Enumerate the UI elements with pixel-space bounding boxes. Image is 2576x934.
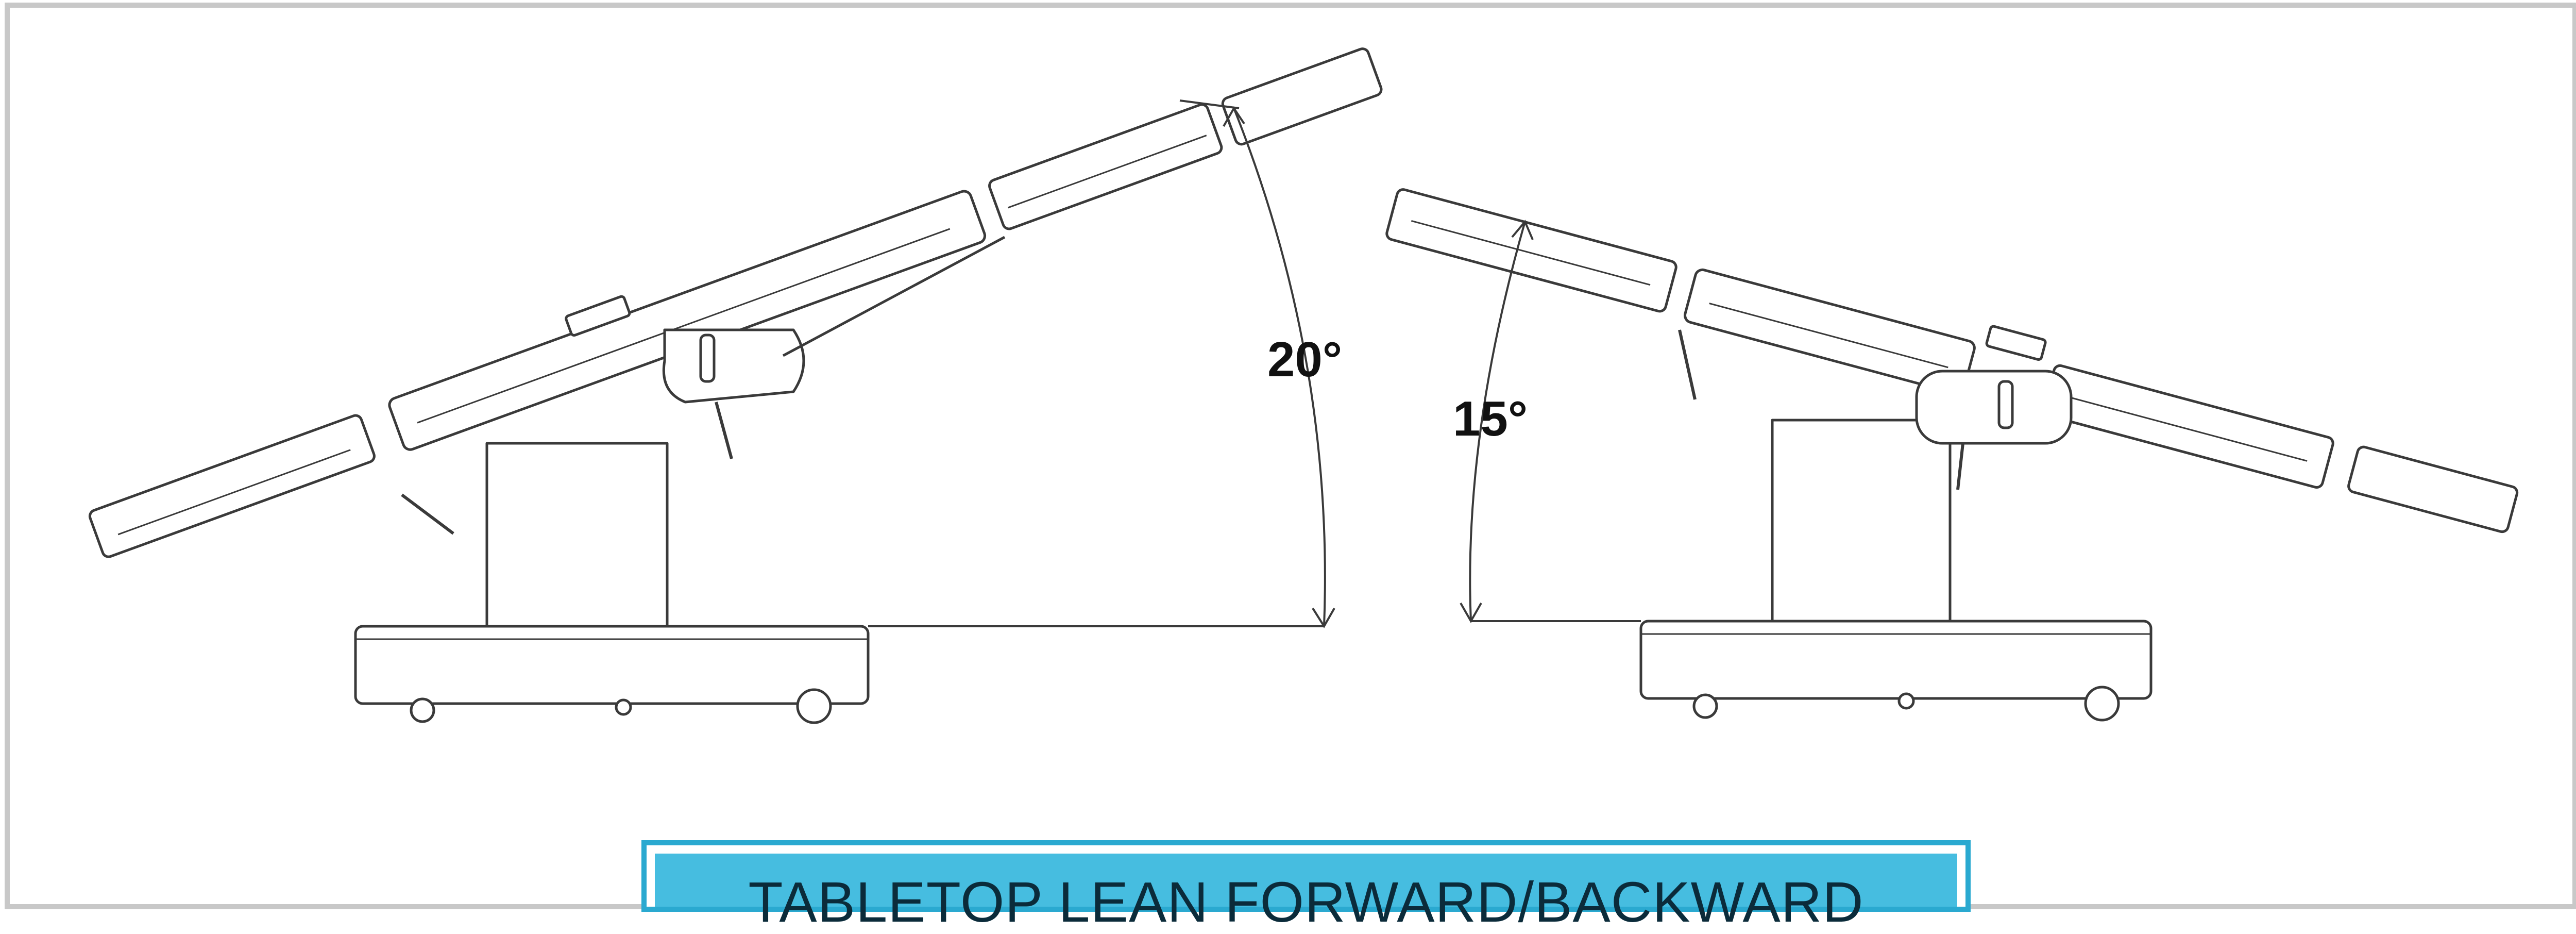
left-tabletop [88, 47, 1383, 558]
right-wheel-front [1692, 693, 1718, 719]
right-seat-section [1985, 325, 2047, 361]
left-wheel-front [410, 697, 435, 723]
right-lever-1 [1678, 329, 1697, 400]
right-leg-section [2347, 445, 2519, 533]
right-wheel-back [2084, 686, 2120, 722]
diagram-frame: 20° 15° TABLETOP LEAN FORWARD/BACKWARD [5, 3, 2576, 931]
right-pivot-housing [1915, 370, 2073, 445]
right-back-section [2042, 364, 2334, 489]
right-wheel-mid [1897, 692, 1915, 710]
right-angle-arc [1469, 221, 1526, 622]
left-wheel-back [796, 688, 832, 724]
left-seat-section [565, 295, 631, 337]
outer-border [5, 3, 2576, 909]
left-column [485, 442, 669, 628]
left-lever-1 [401, 493, 454, 535]
banner: TABLETOP LEAN FORWARD/BACKWARD [641, 840, 1971, 931]
banner-fill: TABLETOP LEAN FORWARD/BACKWARD [655, 854, 1957, 931]
right-head-section [1385, 188, 1677, 313]
tabletop-tilt-diagram [5, 3, 2576, 909]
right-table [1385, 188, 2519, 722]
right-lever-2 [1956, 443, 1964, 490]
right-base [1639, 620, 2153, 700]
left-head-section [1221, 47, 1383, 146]
left-back-section [988, 103, 1223, 230]
banner-title: TABLETOP LEAN FORWARD/BACKWARD [748, 871, 1864, 934]
left-pivot-housing [662, 328, 805, 404]
right-angle-guides [1460, 220, 1641, 624]
left-wheel-mid [615, 698, 632, 716]
left-table [88, 47, 1383, 724]
left-strut [782, 236, 1006, 357]
left-leg-section [88, 414, 376, 558]
right-column [1771, 419, 1952, 623]
left-reference-line [1179, 99, 1240, 109]
left-base [354, 625, 870, 705]
right-tabletop [1385, 188, 2519, 533]
right-angle-label: 15° [1453, 391, 1528, 446]
left-lever-2 [715, 402, 733, 459]
left-angle-label: 20° [1267, 332, 1343, 387]
left-angle-arc [1233, 108, 1326, 627]
left-angle-guides [868, 99, 1335, 628]
